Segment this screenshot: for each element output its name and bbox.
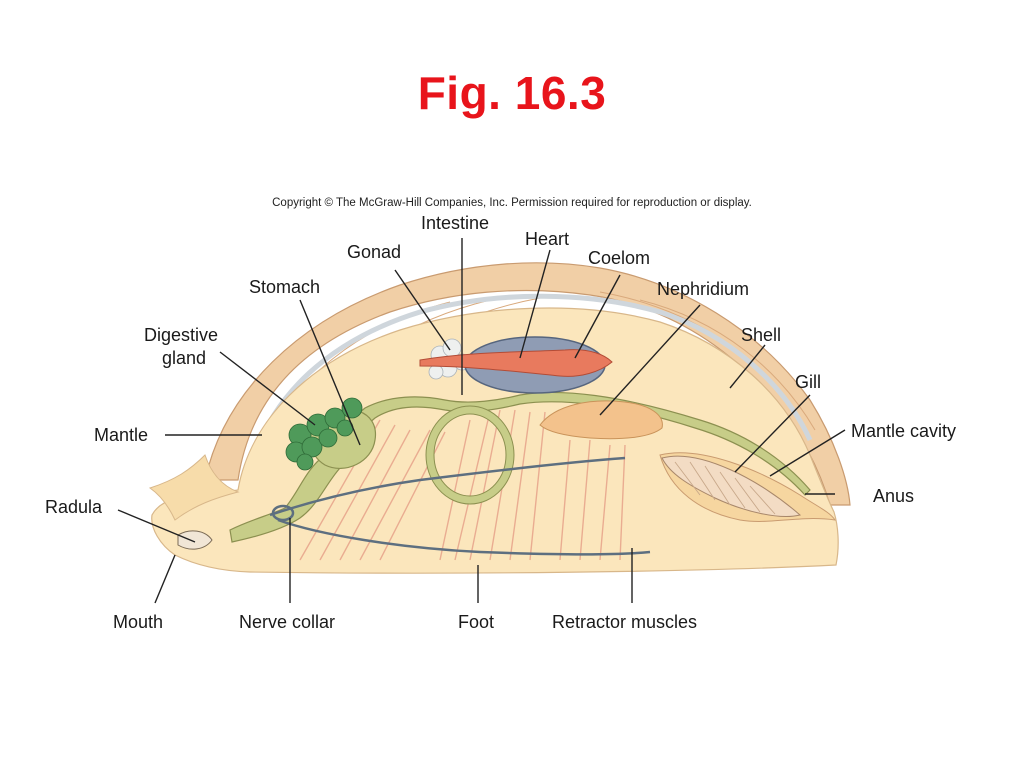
copyright-notice: Copyright © The McGraw-Hill Companies, I… (272, 197, 752, 209)
slide-title: Fig. 16.3 (417, 67, 607, 119)
nephridium-illustration (539, 400, 663, 440)
shell-illustration (204, 262, 851, 506)
nerve-illustration (269, 456, 651, 556)
label-mouth: Mouth (113, 612, 163, 632)
gill-illustration (661, 455, 802, 517)
label-digestive-gland-line1: Digestive (144, 325, 218, 345)
digestive-gland-illustration (285, 397, 363, 471)
label-mantle: Mantle (94, 425, 148, 445)
label-coelom: Coelom (588, 248, 650, 268)
coelom-heart-illustration (419, 336, 613, 394)
label-nerve-collar: Nerve collar (239, 612, 335, 632)
label-gill: Gill (795, 372, 821, 392)
label-mantle-cavity: Mantle cavity (851, 421, 956, 441)
labels: Intestine Heart Gonad Coelom Stomach Nep… (45, 213, 956, 632)
label-shell: Shell (741, 325, 781, 345)
label-retractor-muscles: Retractor muscles (552, 612, 697, 632)
label-heart: Heart (525, 229, 569, 249)
leader-lines (117, 238, 846, 604)
label-intestine: Intestine (421, 213, 489, 233)
label-radula: Radula (45, 497, 103, 517)
radula-illustration (177, 530, 213, 550)
label-digestive-gland-line2: gland (162, 348, 206, 368)
label-anus: Anus (873, 486, 914, 506)
label-gonad: Gonad (347, 242, 401, 262)
label-foot: Foot (458, 612, 494, 632)
label-stomach: Stomach (249, 277, 320, 297)
label-nephridium: Nephridium (657, 279, 749, 299)
